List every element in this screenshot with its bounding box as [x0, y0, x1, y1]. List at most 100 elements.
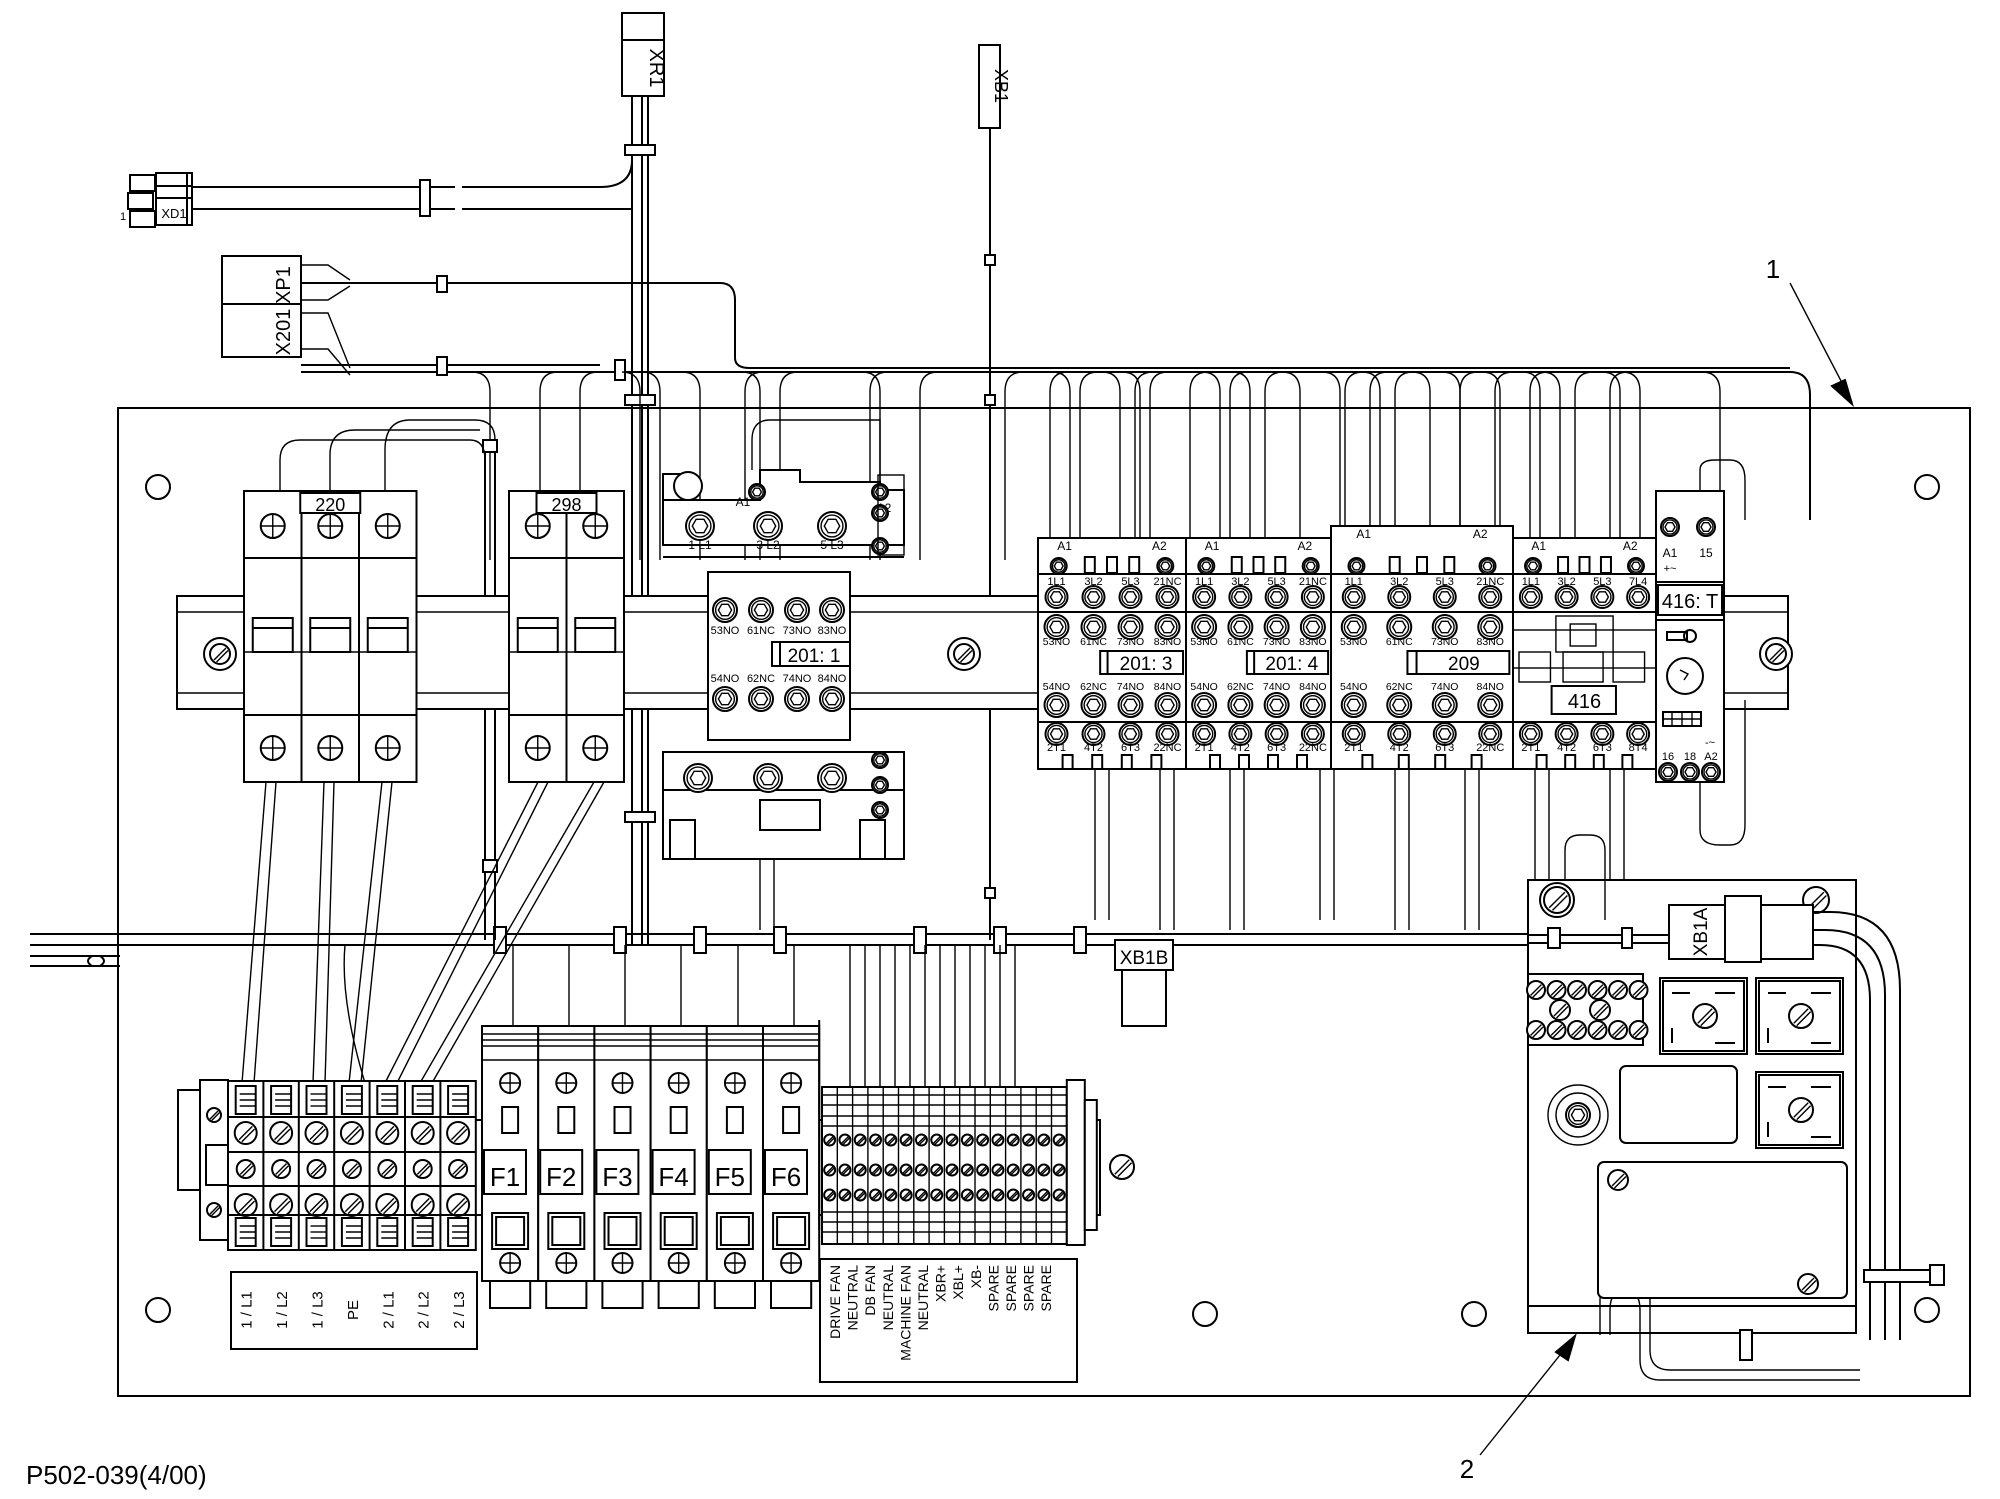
screw-icon [1660, 517, 1680, 537]
relay-socket[interactable] [1755, 977, 1844, 1055]
breaker-toggle-switch[interactable] [309, 617, 352, 653]
screw-hex [1305, 591, 1320, 603]
cable-tie [419, 179, 431, 217]
screw-hex [759, 770, 777, 786]
terminal[interactable] [333, 1081, 364, 1250]
fuse-holder-F4[interactable]: F4 [649, 1025, 708, 1309]
screw-icon [1022, 1133, 1036, 1147]
mount-foot [657, 1280, 700, 1309]
terminal-label: -~ [1705, 737, 1715, 749]
fuse-holder-F5[interactable]: F5 [705, 1025, 764, 1309]
fuse-holder-F2[interactable]: F2 [537, 1025, 596, 1309]
label-box [1657, 584, 1723, 616]
terminal-marker: XBL+ [950, 1265, 966, 1300]
fuse-cap [772, 1212, 811, 1250]
terminal[interactable] [974, 1087, 990, 1244]
terminal[interactable] [882, 1087, 898, 1244]
relay-socket[interactable] [1659, 977, 1748, 1055]
cable-tie [613, 926, 627, 954]
screw-hex [1123, 698, 1138, 712]
screw-head [1118, 722, 1143, 746]
fuse-holder-F6[interactable]: F6 [762, 1025, 821, 1309]
terminal[interactable] [1050, 1087, 1066, 1244]
terminal[interactable] [297, 1081, 329, 1250]
terminal[interactable] [867, 1087, 883, 1244]
screw-head [1478, 585, 1503, 609]
screw-icon [1228, 722, 1253, 746]
label-box [535, 492, 598, 514]
screw-slot [856, 1166, 865, 1174]
terminal-label: 61NC [1080, 636, 1107, 648]
fuse-holder-F3[interactable]: F3 [593, 1025, 652, 1309]
wire [343, 944, 366, 1084]
terminal[interactable] [1020, 1087, 1036, 1244]
terminal[interactable] [1004, 1087, 1020, 1244]
wire [253, 781, 277, 1084]
terminal[interactable] [1035, 1087, 1051, 1244]
pin-housing [127, 192, 154, 210]
terminal[interactable] [897, 1087, 913, 1244]
screw-icon [1477, 692, 1504, 718]
screw-icon [1386, 692, 1413, 718]
terminal[interactable] [928, 1087, 944, 1244]
breaker-toggle-switch[interactable] [251, 617, 294, 653]
terminal-label: A1 [1057, 539, 1072, 553]
screw-ring [821, 688, 843, 710]
screw-ring [786, 688, 808, 710]
screw-icon [1788, 1003, 1814, 1029]
terminal[interactable] [959, 1087, 974, 1244]
fuse-label: F2 [546, 1162, 576, 1192]
terminal[interactable] [823, 1133, 837, 1202]
terminal-marker: XBR+ [933, 1265, 949, 1302]
screw-head [1263, 692, 1290, 718]
terminal[interactable] [989, 1087, 1005, 1244]
screw-icon [1590, 585, 1615, 609]
screw-head [1117, 614, 1144, 640]
screw-icon [1608, 1020, 1628, 1040]
terminal[interactable] [836, 1087, 852, 1244]
terminal[interactable] [404, 1081, 435, 1250]
terminal-label: A1 [1531, 539, 1546, 553]
fuse-holder-F1[interactable]: F1 [481, 1025, 540, 1309]
terminal[interactable] [262, 1081, 294, 1250]
screw-icon [1526, 980, 1546, 1000]
screw-icon [960, 1133, 974, 1147]
screw-slot [1056, 1167, 1065, 1175]
connector-label: XB1B [1120, 948, 1169, 969]
terminal-label: 62NC [1386, 681, 1413, 693]
screw-ring [1628, 724, 1648, 744]
screw-head [1300, 722, 1325, 746]
terminal[interactable] [368, 1081, 400, 1250]
time-adjust-knob-icon[interactable] [1666, 657, 1704, 695]
screw-icon [1680, 762, 1700, 782]
label-box [1406, 650, 1511, 675]
terminal[interactable] [851, 1087, 867, 1244]
breaker-toggle-switch[interactable] [516, 617, 559, 653]
fuse-label: F3 [602, 1162, 632, 1192]
screw-hex [824, 692, 840, 706]
breaker-toggle-switch[interactable] [574, 617, 617, 653]
terminal[interactable] [943, 1087, 959, 1244]
connector-xb1b: XB1B [1114, 939, 1174, 1027]
device-label: 201: 3 [1120, 654, 1173, 675]
mounting-hole-icon [145, 474, 171, 500]
relay-socket[interactable] [1755, 1071, 1844, 1149]
screw-icon [1587, 980, 1608, 1000]
screw-head [1554, 585, 1579, 609]
mount-foot [1267, 754, 1279, 770]
screw-slot [418, 1200, 432, 1215]
terminal-label: 2T1 [1344, 742, 1363, 754]
terminal[interactable] [913, 1087, 928, 1244]
mount-foot [1361, 754, 1374, 770]
screw-hex [1269, 620, 1285, 634]
breaker-toggle-switch[interactable] [366, 617, 409, 653]
screw-hex [874, 508, 886, 518]
screw-icon [991, 1133, 1005, 1147]
terminal[interactable] [233, 1085, 258, 1247]
screw-slot [1553, 1003, 1567, 1017]
screw-icon [611, 1072, 634, 1094]
terminal[interactable] [439, 1081, 471, 1250]
socket-inner [1758, 1074, 1841, 1146]
terminal-label: 84NO [1154, 681, 1181, 693]
screw-icon [748, 686, 774, 712]
